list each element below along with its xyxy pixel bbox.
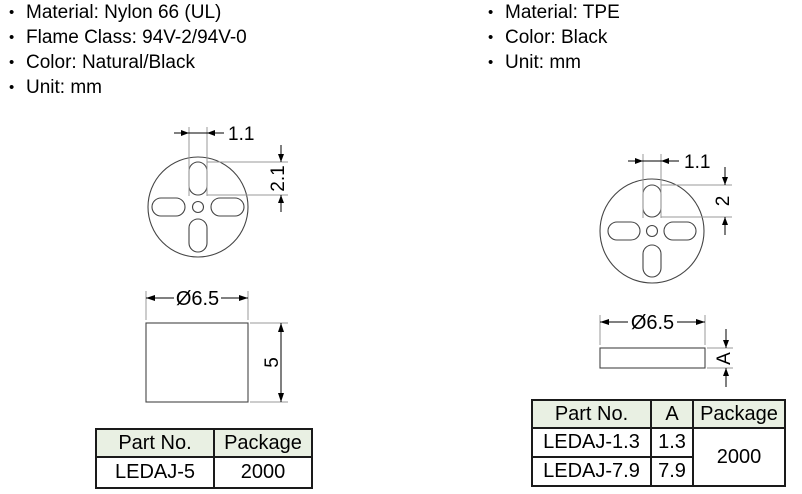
body-outline <box>599 347 706 369</box>
table-header-row: Part No. Package <box>95 428 313 458</box>
arrowhead <box>181 130 189 136</box>
arrowhead <box>207 130 215 136</box>
table-row: LEDAJ-7.9 7.9 <box>531 456 785 487</box>
slot-right <box>663 221 697 241</box>
cell-part-no: LEDAJ-5 <box>95 456 215 489</box>
dim-label-height: 5 <box>262 357 283 368</box>
right-side-view-drawing: Ø6.5 A <box>599 312 735 387</box>
spec-text-flame-class: Flame Class: 94V-2/94V-0 <box>26 27 247 48</box>
arrowhead <box>146 295 155 301</box>
cell-a-value: 1.3 <box>650 427 694 458</box>
arrowhead <box>696 319 705 325</box>
dim-label-diameter: Ø6.5 <box>176 288 219 310</box>
spec-text-material: Material: Nylon 66 (UL) <box>26 2 222 23</box>
dim-label-slot-width: 1.1 <box>228 124 254 145</box>
arrowhead <box>278 154 284 162</box>
dim-label-height: A <box>714 352 735 365</box>
arrowhead <box>278 323 284 332</box>
table-header-row: Part No. A Package <box>531 399 786 429</box>
spec-item: • Flame Class: 94V-2/94V-0 <box>9 25 247 50</box>
col-header-package: Package <box>692 399 786 429</box>
bullet-icon: • <box>488 29 494 46</box>
cell-a-value: 7.9 <box>650 456 694 487</box>
disc-outline <box>147 156 249 258</box>
right-spec-list: • Material: TPE • Color: Black • Unit: mm <box>488 0 620 75</box>
bullet-icon: • <box>9 29 15 46</box>
right-top-view-drawing: 1.1 2 <box>599 152 734 284</box>
left-parts-table: Part No. Package LEDAJ-5 2000 <box>95 428 313 489</box>
spec-text-material: Material: TPE <box>505 2 620 23</box>
slot-left <box>151 197 186 217</box>
spec-text-color: Color: Natural/Black <box>26 52 195 73</box>
arrowhead <box>278 195 284 203</box>
spec-item: • Material: TPE <box>488 0 620 25</box>
arrowhead <box>278 393 284 402</box>
center-hole <box>191 200 205 214</box>
slot-bottom <box>188 218 208 253</box>
cell-part-no: LEDAJ-7.9 <box>531 456 652 487</box>
arrowhead <box>722 177 728 185</box>
slot-right <box>210 197 245 217</box>
slot-top <box>188 161 208 196</box>
bullet-icon: • <box>9 79 15 96</box>
col-header-package: Package <box>213 428 313 458</box>
spec-text-color: Color: Black <box>505 27 608 48</box>
table-row: LEDAJ-5 2000 <box>95 456 313 489</box>
cell-part-no: LEDAJ-1.3 <box>531 427 652 458</box>
spec-item: • Material: Nylon 66 (UL) <box>9 0 247 25</box>
cell-package-merged: 2000 <box>692 427 786 487</box>
dim-label-slot-width: 1.1 <box>684 152 710 173</box>
right-parts-table: Part No. A Package LEDAJ-1.3 1.3 2000 LE… <box>531 399 786 487</box>
arrowhead <box>723 340 729 348</box>
left-top-view-drawing: 1.1 2.1 <box>147 124 289 258</box>
arrowhead <box>635 158 643 164</box>
arrowhead <box>600 319 609 325</box>
slot-bottom <box>642 244 662 278</box>
dim-label-diameter: Ø6.5 <box>631 312 674 334</box>
col-header-part-no: Part No. <box>95 428 215 458</box>
left-spec-list: • Material: Nylon 66 (UL) • Flame Class: 9… <box>9 0 247 100</box>
bullet-icon: • <box>488 54 494 71</box>
bullet-icon: • <box>9 4 15 21</box>
disc-outline <box>599 178 705 284</box>
spec-item: • Unit: mm <box>488 50 620 75</box>
table-row: LEDAJ-1.3 1.3 2000 <box>531 427 786 487</box>
spec-item: • Color: Black <box>488 25 620 50</box>
arrowhead <box>239 295 248 301</box>
body-outline <box>145 322 249 403</box>
slot-left <box>607 221 641 241</box>
arrowhead <box>723 368 729 376</box>
bullet-icon: • <box>9 54 15 71</box>
arrowhead <box>661 158 669 164</box>
spec-text-unit: Unit: mm <box>26 77 102 98</box>
dim-label-slot-length: 2.1 <box>268 165 289 191</box>
slot-top <box>642 184 662 218</box>
arrowhead <box>722 217 728 225</box>
bullet-icon: • <box>488 4 494 21</box>
col-header-part-no: Part No. <box>531 399 652 429</box>
center-hole <box>645 224 659 238</box>
dim-label-slot-length: 2 <box>713 196 734 207</box>
cell-package: 2000 <box>213 456 313 489</box>
spec-text-unit: Unit: mm <box>505 52 581 73</box>
spec-item: • Unit: mm <box>9 75 247 100</box>
left-side-view-drawing: Ø6.5 5 <box>145 288 288 403</box>
spec-item: • Color: Natural/Black <box>9 50 247 75</box>
col-header-a: A <box>650 399 694 429</box>
